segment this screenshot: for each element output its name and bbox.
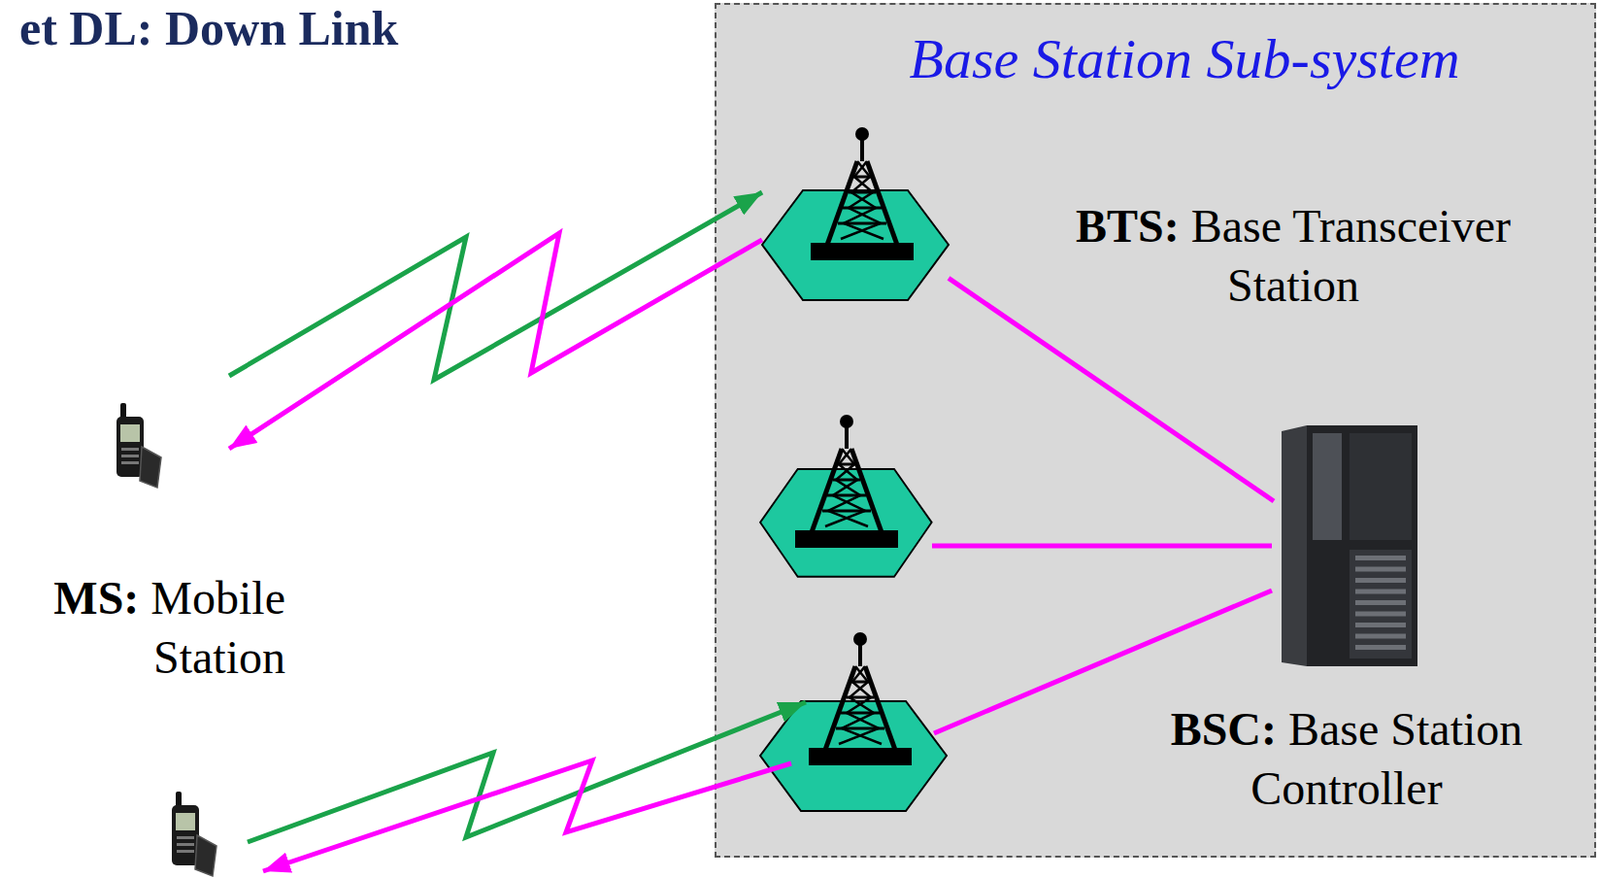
mobile-station-icon xyxy=(171,791,217,876)
label-abbrev: BSC: xyxy=(1170,702,1277,755)
node-label: BTS:Base Transceiver Station xyxy=(1050,196,1536,316)
server-bay xyxy=(1355,622,1406,628)
label-text: Mobile Station xyxy=(150,571,286,683)
server-bays xyxy=(1349,549,1412,659)
bts-node: BTS:Base Transceiver Station xyxy=(762,190,949,300)
server-bay xyxy=(1355,589,1406,595)
server-bay-lines xyxy=(1355,555,1406,650)
server-front xyxy=(1306,425,1418,667)
server-bay xyxy=(1355,577,1406,583)
node-shape xyxy=(1273,425,1426,670)
server-side xyxy=(1281,425,1307,667)
region-title: Base Station Sub-system xyxy=(716,28,1595,91)
server-bay xyxy=(1355,611,1406,617)
bts-bsc-link xyxy=(933,590,1272,734)
label-abbrev: BTS: xyxy=(1075,200,1180,252)
node-label: MS:Mobile Station xyxy=(3,567,286,688)
downlink-arrow xyxy=(263,760,792,871)
bts-bsc-link xyxy=(932,543,1272,549)
bts-tower xyxy=(810,127,914,261)
tower xyxy=(795,414,899,548)
label-abbrev: MS: xyxy=(53,571,139,624)
server-panel xyxy=(1312,433,1342,540)
diagram-title: et DL: Down Link xyxy=(19,1,399,56)
bts-tower xyxy=(795,414,899,548)
node-shape xyxy=(102,368,230,491)
server-bay xyxy=(1355,644,1406,650)
bsc-node: BSC:Base Station Controller xyxy=(1273,425,1426,670)
uplink-arrow xyxy=(247,701,806,842)
server-bay xyxy=(1355,633,1406,639)
mobile-station-icon xyxy=(116,402,162,488)
node-shape xyxy=(762,190,949,300)
ms-node: MS:Mobile Station xyxy=(102,368,230,491)
radio-link-arrow xyxy=(229,233,763,449)
node-label: BSC:Base Station Controller xyxy=(1123,699,1570,819)
server-bay xyxy=(1355,600,1406,605)
tower xyxy=(810,127,914,261)
tower xyxy=(808,632,912,766)
server-panel xyxy=(1349,433,1412,540)
phone xyxy=(171,791,217,876)
server-bay xyxy=(1355,566,1406,572)
server-bay xyxy=(1355,555,1406,561)
label-text: Base Station Controller xyxy=(1250,702,1523,814)
bts-tower xyxy=(808,632,912,766)
phone xyxy=(116,402,162,488)
link-line xyxy=(948,277,1274,501)
label-text: Base Transceiver Station xyxy=(1191,200,1511,311)
